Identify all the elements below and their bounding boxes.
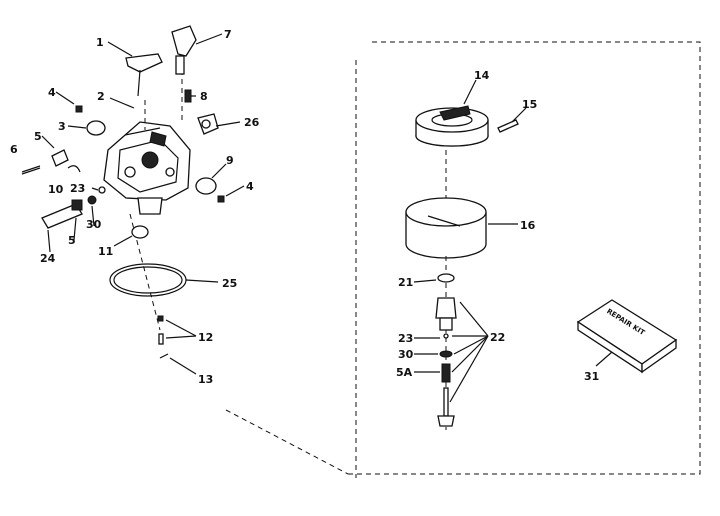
callout-4-left: 4 [48,86,56,99]
part-10-clip [67,165,81,173]
part-11-plug [131,225,149,239]
callout-6: 6 [10,143,18,156]
callout-5-lower: 5 [68,234,76,247]
part-12-pins [157,315,164,345]
part-26-fitting [197,113,219,135]
callout-13: 13 [198,373,213,386]
part-25-gasket [109,263,187,297]
callout-14: 14 [474,69,490,82]
callout-10: 10 [48,183,64,196]
callout-16: 16 [520,219,536,232]
callout-labels: 1 7 2 4 8 26 3 5 6 9 10 23 4 30 5 11 24 … [10,28,599,386]
part-7-choke-lever [171,25,197,75]
part-5-6-needle-left [21,149,69,175]
callout-24: 24 [40,252,56,265]
part-16-bowl [405,150,487,430]
callout-1: 1 [96,36,104,49]
callout-21: 21 [398,276,413,289]
background-frame [225,41,701,478]
callout-7: 7 [224,28,232,41]
callout-12: 12 [198,331,213,344]
part-3-disc [86,120,106,136]
callout-22: 22 [490,331,505,344]
callout-23-left: 23 [70,182,85,195]
part-4-screw-left [75,105,83,113]
callout-26: 26 [244,116,260,129]
callout-30-right: 30 [398,348,414,361]
callout-25: 25 [222,277,237,290]
callout-5-upper: 5 [34,130,42,143]
part-15-pin [497,119,519,133]
callout-3: 3 [58,120,66,133]
callout-4-right: 4 [246,180,254,193]
part-1-throttle-lever [125,53,163,97]
part-22-nut-stack [435,297,457,427]
part-4-screw-right [217,195,225,203]
callout-5A: 5A [396,366,413,379]
callout-23-right: 23 [398,332,413,345]
part-31-repair-kit: REPAIR KIT [576,299,678,374]
callout-2: 2 [97,90,105,103]
callout-11: 11 [98,245,113,258]
part-24-needle-valve [41,199,83,229]
callout-8: 8 [200,90,208,103]
leader-lines [41,33,613,403]
part-14-float [415,105,489,147]
part-21-washer [437,273,455,283]
callout-9: 9 [226,154,234,167]
part-23-30-left [87,186,106,205]
callout-30-left: 30 [86,218,102,231]
callout-31: 31 [584,370,599,383]
part-13-pin [159,353,169,359]
callout-15: 15 [522,98,537,111]
carburetor-body [103,70,191,331]
part-9-disc [195,177,217,195]
